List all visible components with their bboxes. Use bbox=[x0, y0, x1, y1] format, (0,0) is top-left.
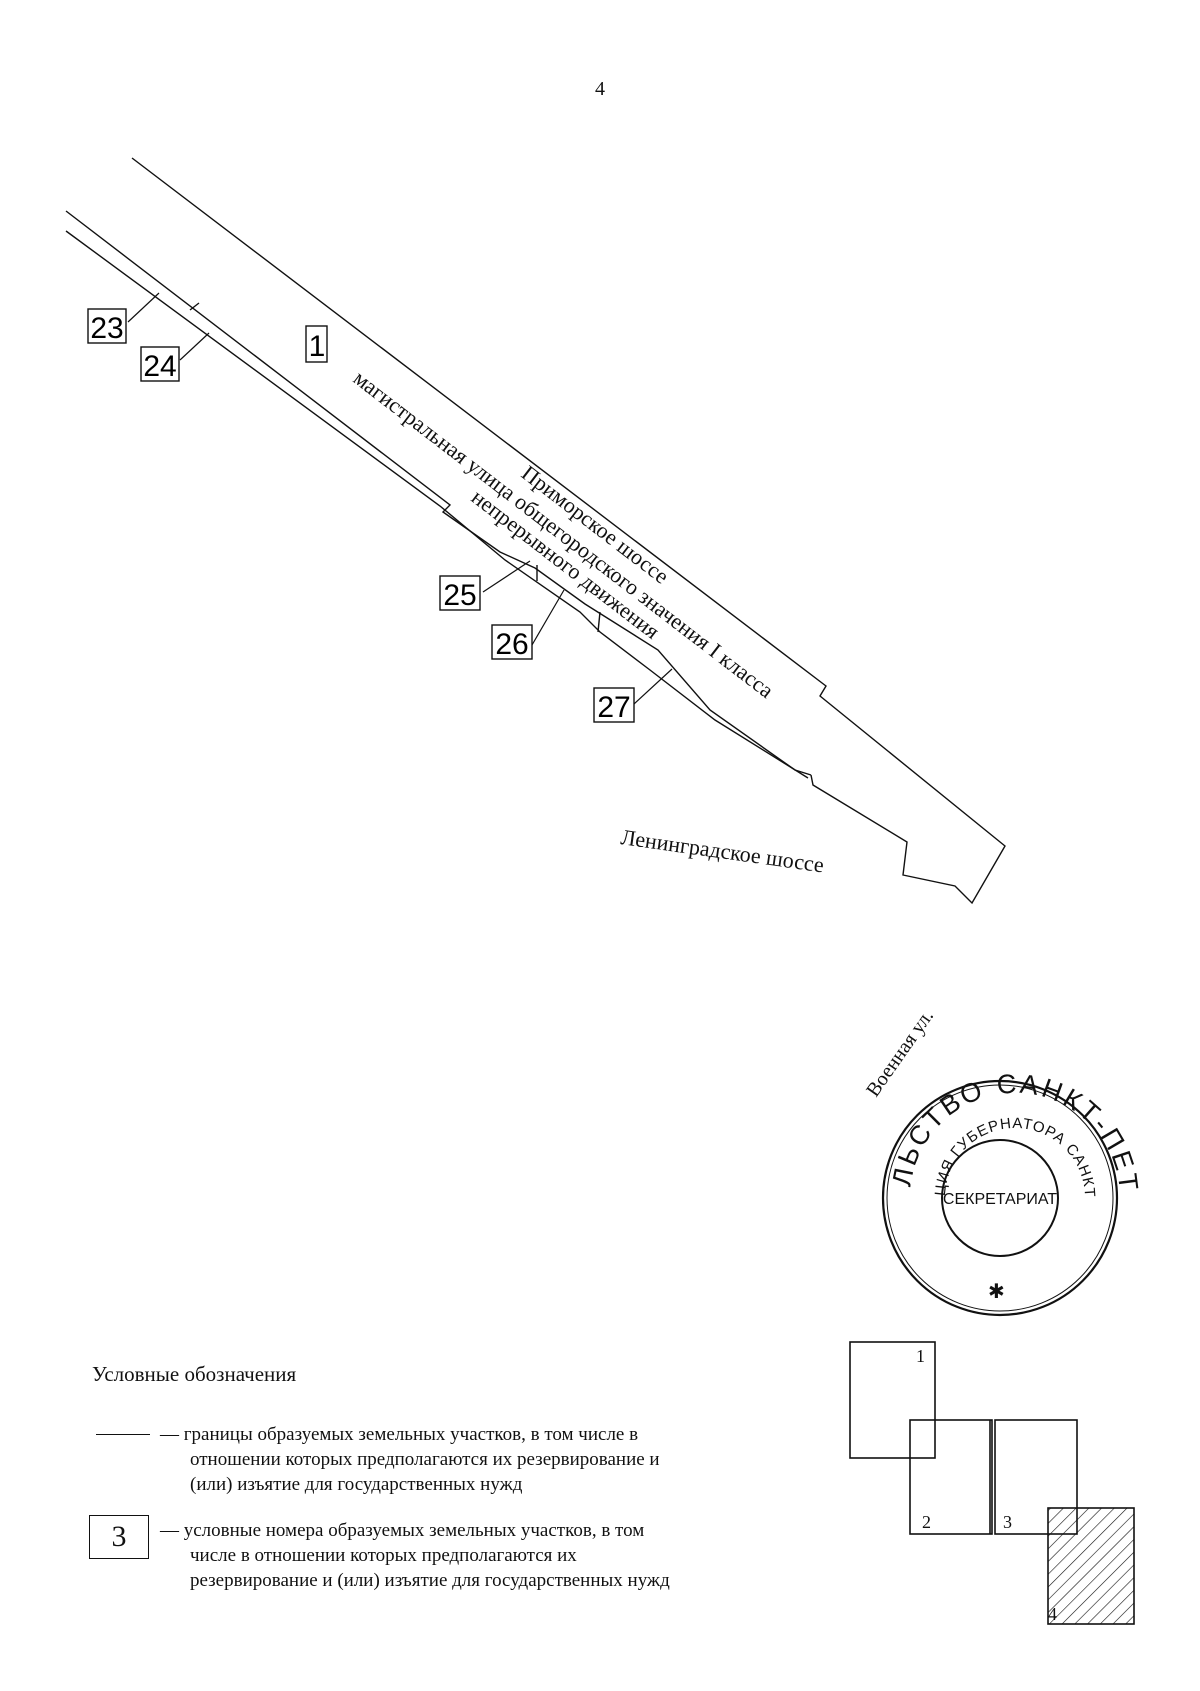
parcel-label-27: 27 bbox=[593, 687, 635, 724]
street-label-category-1: магистральная улица общегородского значе… bbox=[349, 365, 779, 703]
street-label-leningradskoe: Ленинградское шоссе bbox=[619, 824, 825, 877]
sheet-label-3: 3 bbox=[1003, 1512, 1012, 1532]
legend-item-2-line-3: резервирование и (или) изъятие для госуд… bbox=[190, 1570, 670, 1591]
legend-item-1-line-3: (или) изъятие для государственных нужд bbox=[190, 1474, 523, 1495]
leader-lines bbox=[127, 292, 673, 705]
parcel-number-25: 25 bbox=[443, 579, 476, 612]
sheet-4-hatched bbox=[1047, 1507, 1135, 1625]
sheet-label-1: 1 bbox=[916, 1346, 925, 1366]
official-stamp: ПРАВИТЕЛЬСТВО САНКТ-ПЕТЕРБУРГА АДМИНИСТР… bbox=[0, 0, 1141, 1317]
sheet-2 bbox=[909, 1419, 993, 1535]
sheet-3 bbox=[994, 1419, 1078, 1535]
parcel-label-25: 25 bbox=[439, 575, 481, 612]
stamp-star-icon: ✱ bbox=[988, 1281, 1005, 1303]
parcel-label-1: 1 bbox=[305, 325, 328, 363]
road-boundaries bbox=[65, 157, 1006, 905]
parcel-number-26: 26 bbox=[495, 628, 528, 661]
legend-title: Условные обозначения bbox=[92, 1362, 297, 1386]
sheet-label-2: 2 bbox=[922, 1512, 931, 1532]
parcel-number-27: 27 bbox=[597, 691, 630, 724]
street-label-voennaya: Военная ул. bbox=[862, 1005, 938, 1100]
lower-boundary-inner bbox=[65, 230, 809, 779]
legend-boundary-line-sample bbox=[96, 1434, 150, 1435]
lower-boundary-outer bbox=[65, 210, 812, 776]
sheet-index bbox=[849, 1341, 1135, 1625]
parcel-division-24 bbox=[189, 302, 200, 311]
parcel-division-26 bbox=[597, 611, 601, 633]
legend-item-numbers: — условные номера образуемых земельных у… bbox=[160, 1518, 780, 1593]
stamp-outer-text: ПРАВИТЕЛЬСТВО САНКТ-ПЕТЕРБУРГА bbox=[0, 0, 1141, 1195]
svg-text:ПРАВИТЕЛЬСТВО САНКТ-ПЕТЕРБУРГА: ПРАВИТЕЛЬСТВО САНКТ-ПЕТЕРБУРГА bbox=[0, 0, 1141, 1195]
legend-item-1-line-2: отношении которых предполагаются их резе… bbox=[190, 1449, 660, 1470]
parcel-number-23: 23 bbox=[90, 312, 123, 345]
parcel-number-24: 24 bbox=[143, 350, 176, 383]
parcel-label-26: 26 bbox=[491, 624, 533, 661]
sheet-label-4: 4 bbox=[1048, 1604, 1057, 1624]
page-number: 4 bbox=[595, 78, 605, 100]
parcel-number-1: 1 bbox=[309, 330, 326, 363]
upper-boundary-line bbox=[131, 157, 1006, 905]
legend-item-1-line-1: — границы образуемых земельных участков,… bbox=[160, 1424, 639, 1445]
parcel-label-24: 24 bbox=[140, 346, 180, 383]
stamp-center-text: СЕКРЕТАРИАТ bbox=[943, 1191, 1057, 1208]
legend-item-2-line-2: числе в отношении которых предполагаются… bbox=[190, 1545, 577, 1566]
parcel-label-23: 23 bbox=[87, 308, 127, 345]
legend-number-box-sample: 3 bbox=[89, 1515, 149, 1559]
legend-item-boundaries: — границы образуемых земельных участков,… bbox=[160, 1422, 780, 1497]
legend-item-2-line-1: — условные номера образуемых земельных у… bbox=[160, 1520, 645, 1541]
sheet-1 bbox=[849, 1341, 936, 1459]
